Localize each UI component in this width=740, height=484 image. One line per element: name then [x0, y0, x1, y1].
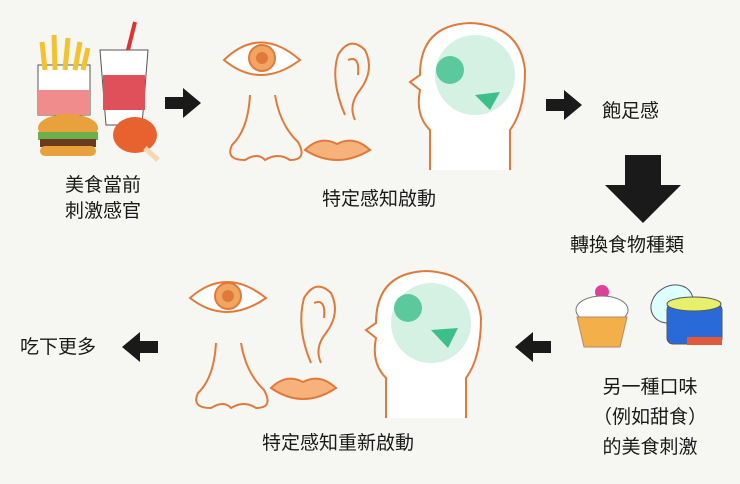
eye-icon: [188, 281, 268, 313]
ear-icon: [334, 42, 370, 121]
step1-caption: 美食當前 刺激感官: [48, 172, 158, 224]
fried-chicken-icon: [113, 117, 160, 162]
nose-icon: [195, 342, 269, 410]
lips-icon: [269, 377, 338, 400]
sweets-icon: [575, 284, 723, 348]
soda-cup-icon: [99, 21, 149, 126]
cupcake-icon: [575, 285, 629, 348]
head-brain-icon: [364, 269, 483, 418]
nose-icon: [229, 94, 303, 162]
jar-icon: [650, 284, 723, 345]
caption-line: （例如甜食）: [592, 406, 707, 428]
caption-line: 美食當前: [64, 174, 141, 196]
arrow-left-icon: [122, 332, 158, 362]
fast-food-icon: [37, 21, 160, 162]
ear-icon: [300, 285, 336, 364]
step7-caption: 吃下更多: [20, 336, 97, 358]
senses-group-2: [188, 269, 483, 418]
step5-caption: 另一種口味 （例如甜食） 的美食刺激: [578, 372, 722, 462]
caption-line: 的美食刺激: [602, 436, 698, 458]
caption-line: 另一種口味: [602, 376, 698, 398]
eye-icon: [222, 41, 302, 76]
arrow-right-icon: [165, 88, 201, 118]
step6-caption: 特定感知重新啟動: [262, 432, 415, 454]
step2-caption: 特定感知啟動: [322, 188, 437, 210]
step4-caption: 轉換食物種類: [570, 234, 685, 256]
caption-line: 刺激感官: [64, 200, 141, 222]
burger-icon: [38, 114, 98, 156]
arrow-down-icon: [605, 155, 681, 223]
arrow-left-icon: [515, 332, 551, 362]
step3-caption: 飽足感: [602, 100, 660, 122]
fries-icon: [37, 34, 91, 116]
arrow-right-icon: [546, 90, 582, 120]
lips-icon: [303, 139, 372, 161]
senses-group: [222, 21, 527, 170]
head-brain-icon: [408, 21, 527, 170]
